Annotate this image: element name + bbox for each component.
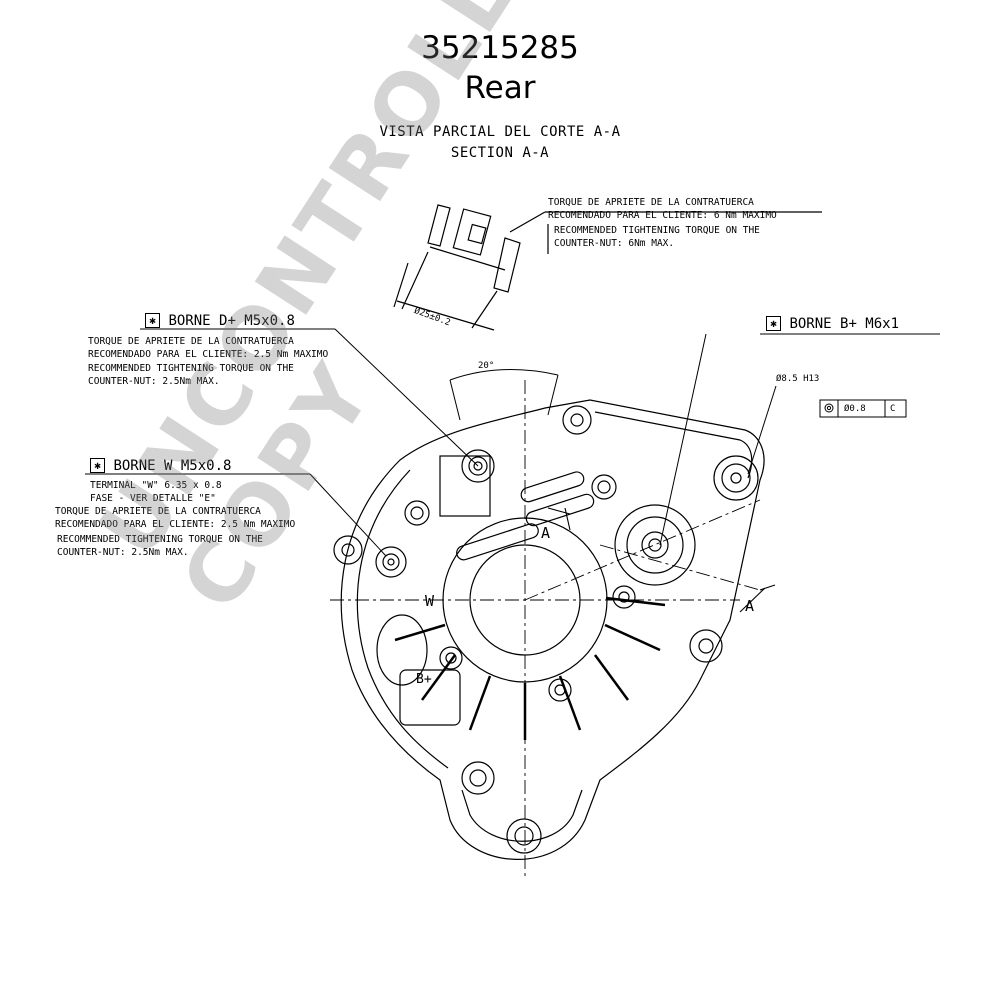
borne-w-terminal: TERMINAL "W" 6.35 x 0.8 FASE - VER DETAL…	[90, 480, 222, 505]
centerlines	[330, 380, 761, 880]
borne-d-note: TORQUE DE APRIETE DE LA CONTRATUERCA REC…	[88, 336, 328, 388]
note-line: TORQUE DE APRIETE DE LA CONTRATUERCA	[88, 336, 294, 347]
borne-w-label: ✱ BORNE W M5x0.8	[90, 458, 231, 474]
rectifier-plates	[399, 455, 595, 726]
note-line: TORQUE DE APRIETE DE LA CONTRATUERCA	[55, 506, 261, 517]
part-number: 35215285	[421, 30, 579, 66]
note-line: COUNTER-NUT: 2.5Nm MAX.	[57, 546, 189, 558]
housing	[340, 399, 765, 860]
note-line: COUNTER-NUT: 6Nm MAX.	[554, 237, 675, 249]
angle-dimension: 20°	[478, 361, 495, 371]
note-line: FASE - VER DETALLE "E"	[90, 492, 216, 504]
borne-d-label: ✱ BORNE D+ M5x0.8	[145, 313, 295, 329]
center-hub	[394, 517, 666, 740]
section-marker-a-left: A	[541, 524, 551, 542]
counter-nut-note: TORQUE DE APRIETE DE LA CONTRATUERCA REC…	[548, 197, 777, 250]
note-line: RECOMENDADO PARA EL CLIENTE: 2.5 Nm MAXI…	[88, 348, 329, 360]
b-marker: B+	[416, 672, 432, 687]
section-title-es: VISTA PARCIAL DEL CORTE A-A	[379, 124, 621, 140]
borne-w-text: BORNE W M5x0.8	[113, 458, 232, 474]
note-line: RECOMMENDED TIGHTENING TORQUE ON THE	[554, 225, 760, 236]
borne-d-text: BORNE D+ M5x0.8	[168, 313, 295, 329]
note-line: RECOMENDADO PARA EL CLIENTE: 6 Nm MAXIMO	[548, 209, 777, 221]
borne-w-note: TORQUE DE APRIETE DE LA CONTRATUERCA REC…	[55, 506, 295, 559]
note-line: RECOMENDADO PARA EL CLIENTE: 2.5 Nm MAXI…	[55, 518, 296, 530]
borne-b-label: ✱ BORNE B+ M6x1	[766, 316, 899, 332]
datum-letter: C	[890, 404, 896, 414]
section-title-en: SECTION A-A	[450, 145, 550, 161]
leader-lines	[85, 328, 940, 557]
borne-b-text: BORNE B+ M6x1	[789, 316, 900, 332]
note-line: COUNTER-NUT: 2.5Nm MAX.	[88, 375, 220, 387]
w-marker: W	[425, 592, 435, 610]
section-cut-arrows	[547, 507, 776, 613]
asterisk-box-icon: ✱	[766, 316, 781, 331]
note-line: TORQUE DE APRIETE DE LA CONTRATUERCA	[548, 197, 754, 208]
asterisk-box-icon: ✱	[90, 458, 105, 473]
note-line: RECOMMENDED TIGHTENING TORQUE ON THE	[57, 534, 263, 545]
note-line: RECOMMENDED TIGHTENING TORQUE ON THE	[88, 363, 294, 374]
hole-dimension: Ø8.5 H13	[776, 374, 820, 384]
note-line: TERMINAL "W" 6.35 x 0.8	[90, 480, 222, 491]
vent-opening	[376, 614, 428, 686]
view-title: Rear	[464, 70, 536, 106]
section-marker-a-right: A	[745, 597, 755, 615]
asterisk-box-icon: ✱	[145, 313, 160, 328]
tolerance-value: Ø0.8	[844, 404, 866, 414]
section-detail	[393, 204, 822, 331]
fasteners	[333, 405, 759, 854]
